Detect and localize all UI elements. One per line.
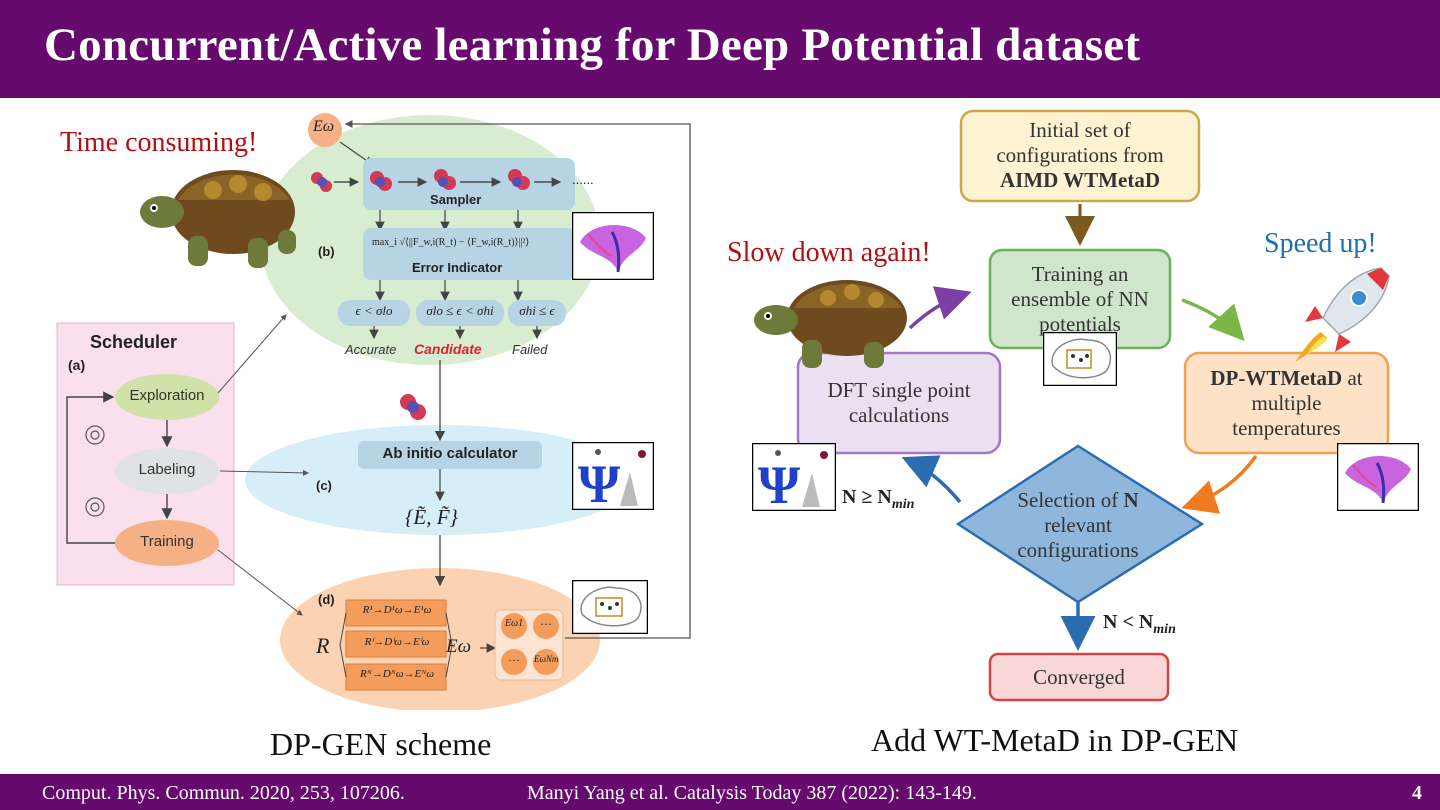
- energy-symbol: Eω: [313, 118, 335, 135]
- scheduler-step-training: Training: [140, 533, 194, 550]
- condition-candidate: σlo ≤ ϵ < σhi: [426, 303, 494, 318]
- neural-network-brain-icon: [1043, 332, 1117, 386]
- initial-set-text: Initial set of configurations from AIMD …: [996, 118, 1164, 192]
- panel-label-a: (a): [68, 357, 86, 373]
- panel-label-d: (d): [318, 592, 335, 607]
- slide-title: Concurrent/Active learning for Deep Pote…: [44, 19, 1141, 71]
- molecule-icon: [311, 172, 332, 192]
- sampler-box: [363, 158, 575, 210]
- rocket-icon: [1295, 267, 1390, 362]
- scheduler-step-labeling: Labeling: [138, 461, 196, 478]
- reference-2: Manyi Yang et al. Catalysis Today 387 (2…: [527, 782, 977, 804]
- slow-down-annotation: Slow down again!: [727, 237, 931, 268]
- condition-ge-nmin: N ≥ Nmin: [842, 486, 915, 512]
- labeled-output: {Ẽ, F̃}: [405, 505, 458, 529]
- dp-wtmetad-box: [1183, 351, 1390, 455]
- dft-text: DFT single point calculations: [827, 378, 971, 427]
- condition-accurate: ϵ < σlo: [355, 303, 393, 318]
- ensemble-item: Eω1: [504, 618, 524, 629]
- training-node: [115, 520, 219, 566]
- dp-wtmetad-text: DP-WTMetaD at multiple temperatures: [1210, 366, 1363, 440]
- error-formula: max_i √⟨||F_w,i(R_t) − ⟨F_w,i(R_t)⟩||²⟩: [372, 237, 530, 248]
- training-ensemble-text: Training an ensemble of NN potentials: [1011, 262, 1149, 336]
- scheduler-step-exploration: Exploration: [129, 387, 205, 404]
- error-indicator-box: [363, 228, 575, 280]
- condition-failed: σhi ≤ ϵ: [519, 303, 555, 318]
- condition-lt-nmin: N < Nmin: [1103, 611, 1176, 637]
- right-caption: Add WT-MetaD in DP-GEN: [871, 722, 1239, 758]
- dpgen-scheme-diagram: [56, 113, 691, 710]
- speed-up-annotation: Speed up!: [1264, 228, 1377, 259]
- ab-initio-calculator-label: Ab initio calculator: [382, 445, 518, 462]
- wt-metad-flowchart: [796, 109, 1390, 702]
- dft-box: [796, 351, 1002, 455]
- network-row: Rⁱ→Dⁱω→Eⁱω: [364, 636, 430, 648]
- outcome-candidate: Candidate: [414, 341, 482, 357]
- time-consuming-annotation: Time consuming!: [60, 127, 258, 158]
- initial-set-box: [959, 109, 1201, 203]
- free-energy-surface-icon: [572, 212, 654, 280]
- footer-bar: [0, 774, 1440, 810]
- network-row: Rᴺ→Dᴺω→Eᴺω: [359, 668, 435, 680]
- wavefunction-psi-icon: Ψ: [572, 442, 654, 510]
- wavefunction-psi-icon: Ψ: [752, 443, 836, 511]
- sampler-label: Sampler: [430, 192, 482, 207]
- free-energy-surface-icon: [1337, 443, 1419, 511]
- converged-box: [988, 652, 1170, 702]
- calculator-box: [358, 441, 542, 469]
- training-output: Eω: [446, 636, 472, 657]
- ensemble-item: EωNm: [534, 654, 559, 664]
- panel-label-b: (b): [318, 244, 335, 259]
- reference-1: Comput. Phys. Commun. 2020, 253, 107206.: [42, 782, 405, 804]
- neural-network-brain-icon: [572, 580, 648, 634]
- tortoise-icon: [754, 280, 907, 368]
- page-number: 4: [1412, 782, 1422, 804]
- labeling-node: [115, 448, 219, 494]
- ensemble-item: ···: [508, 653, 520, 667]
- error-indicator-label: Error Indicator: [412, 260, 503, 275]
- energy-node: [308, 113, 342, 147]
- molecule-icon: [400, 394, 426, 420]
- exploration-node: [115, 374, 219, 420]
- svg-text:Ψ: Ψ: [578, 454, 620, 510]
- svg-text:Ψ: Ψ: [758, 455, 800, 511]
- tortoise-icon: [140, 170, 296, 268]
- selection-text: Selection of N relevant configurations: [1017, 488, 1139, 562]
- left-caption: DP-GEN scheme: [270, 726, 492, 762]
- training-input: R: [316, 633, 330, 658]
- cycle-icon: [85, 425, 105, 445]
- scheduler-title: Scheduler: [90, 332, 178, 352]
- panel-label-c: (c): [316, 478, 332, 493]
- outcome-accurate: Accurate: [345, 342, 397, 357]
- outcome-failed: Failed: [512, 342, 548, 357]
- sampler-ellipsis: ......: [572, 172, 594, 187]
- converged-text: Converged: [1033, 665, 1125, 689]
- network-row: R¹→D¹ω→E¹ω: [362, 604, 432, 616]
- cycle-icon: [85, 497, 105, 517]
- ensemble-item: ···: [540, 617, 552, 631]
- title-bar: [0, 0, 1440, 98]
